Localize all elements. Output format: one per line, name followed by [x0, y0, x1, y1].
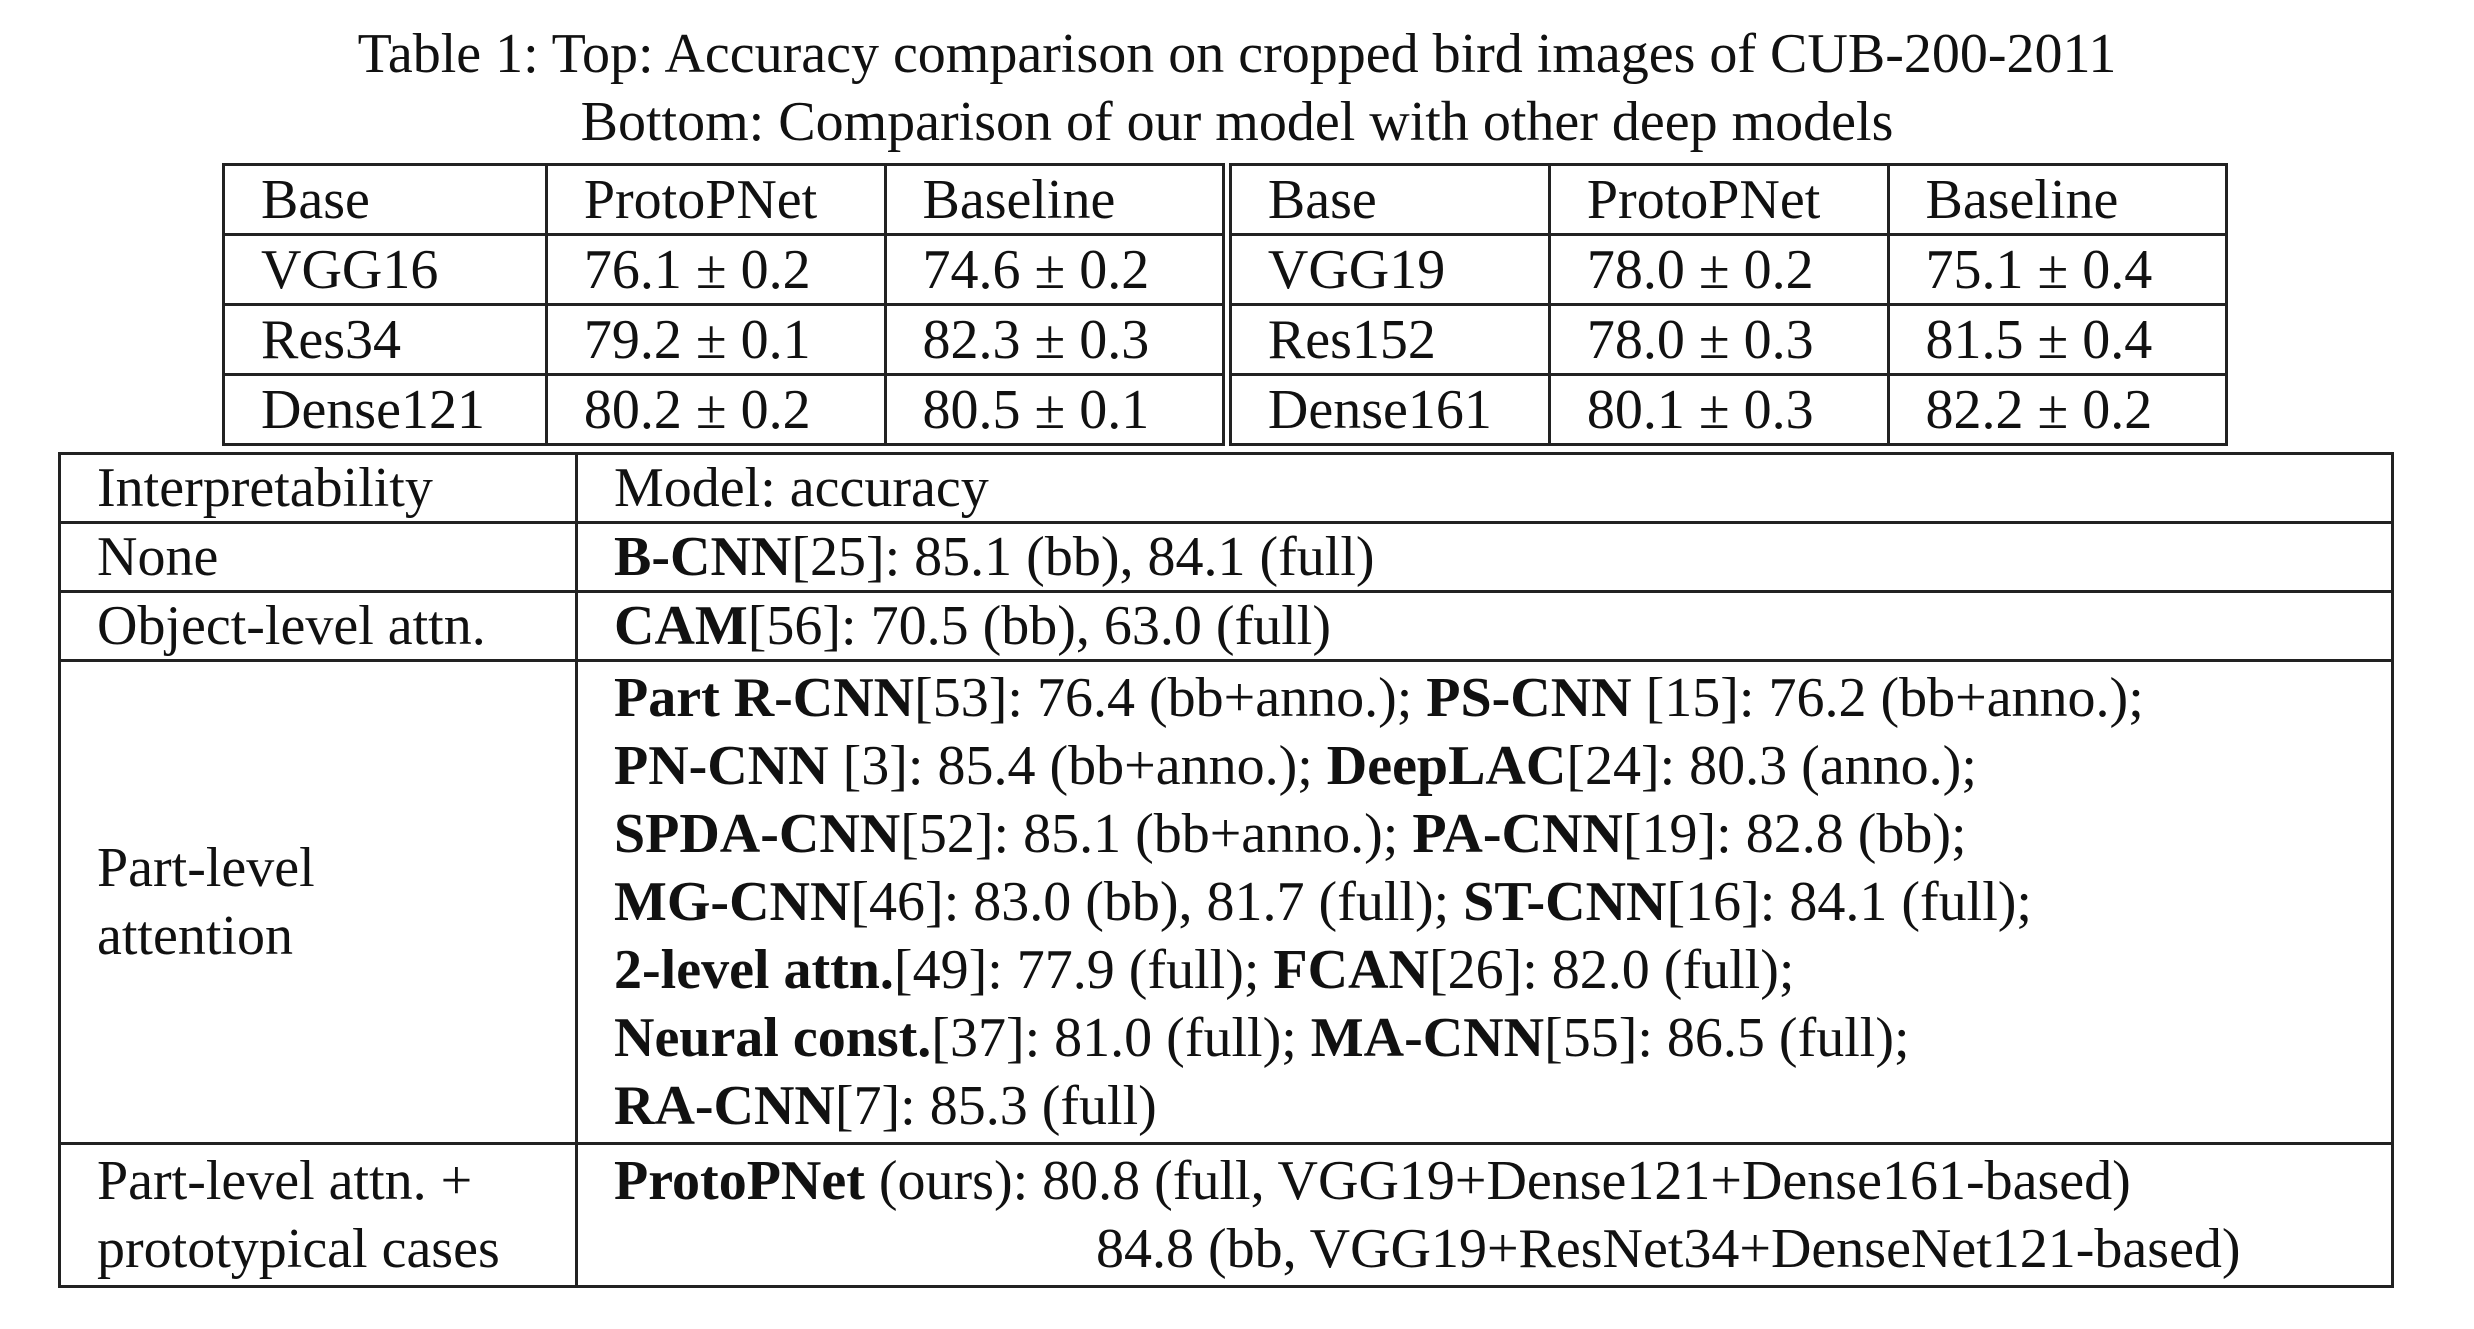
table-cell: 78.0 ± 0.2: [1547, 233, 1890, 306]
model-name: MA-CNN: [1310, 1007, 1545, 1069]
interpretability-label: Object-level attn.: [58, 590, 578, 662]
interpretability-label: Part-level attn. +prototypical cases: [58, 1142, 578, 1288]
model-name: Neural const.: [614, 1007, 932, 1069]
accuracy-text: 84.8 (bb, VGG19+ResNet34+DenseNet121-bas…: [1096, 1218, 2241, 1280]
model-name: B-CNN: [614, 526, 792, 588]
model-accuracy-cell: ProtoPNet (ours): 80.8 (full, VGG19+Dens…: [575, 1142, 2394, 1288]
accuracy-text: (ours): 80.8 (full, VGG19+Dense121+Dense…: [864, 1150, 2131, 1212]
table-cell: 80.2 ± 0.2: [544, 373, 887, 446]
accuracy-line: MG-CNN[46]: 83.0 (bb), 81.7 (full); ST-C…: [614, 868, 2391, 936]
accuracy-text: [56]: 70.5 (bb), 63.0 (full): [747, 595, 1331, 657]
table-cell: 82.2 ± 0.2: [1886, 373, 2229, 446]
caption-line-2: Bottom: Comparison of our model with oth…: [580, 91, 1894, 153]
accuracy-text: [3]: 85.4 (bb+anno.);: [828, 735, 1327, 797]
table-cell: 76.1 ± 0.2: [544, 233, 887, 306]
model-name: PN-CNN: [614, 735, 829, 797]
model-name: ST-CNN: [1463, 871, 1667, 933]
accuracy-text: [15]: 76.2 (bb+anno.);: [1631, 667, 2144, 729]
model-name: SPDA-CNN: [614, 803, 901, 865]
column-header: ProtoPNet: [1547, 163, 1890, 236]
model-accuracy-cell: Part R-CNN[53]: 76.4 (bb+anno.); PS-CNN …: [575, 659, 2394, 1145]
model-name: FCAN: [1273, 939, 1429, 1001]
interpretability-label: None: [58, 521, 578, 593]
table-cell: Res34: [222, 303, 548, 376]
table-cell: 74.6 ± 0.2: [883, 233, 1229, 306]
table-cell: 81.5 ± 0.4: [1886, 303, 2229, 376]
model-name: ProtoPNet: [614, 1150, 865, 1212]
table-cell: 82.3 ± 0.3: [883, 303, 1229, 376]
table-cell: 80.5 ± 0.1: [883, 373, 1229, 446]
accuracy-line: B-CNN[25]: 85.1 (bb), 84.1 (full): [614, 526, 2391, 588]
accuracy-line: 2-level attn.[49]: 77.9 (full); FCAN[26]…: [614, 936, 2391, 1004]
model-name: 2-level attn.: [614, 939, 894, 1001]
accuracy-text: [52]: 85.1 (bb+anno.);: [900, 803, 1413, 865]
column-header: Baseline: [1886, 163, 2229, 236]
accuracy-text: [25]: 85.1 (bb), 84.1 (full): [791, 526, 1375, 588]
model-name: RA-CNN: [614, 1075, 835, 1137]
table-cell: Dense161: [1221, 373, 1551, 446]
accuracy-text: [19]: 82.8 (bb);: [1622, 803, 1967, 865]
table-cell: 79.2 ± 0.1: [544, 303, 887, 376]
table-row: Object-level attn. CAM[56]: 70.5 (bb), 63…: [58, 590, 2394, 662]
column-header: Base: [1221, 163, 1551, 236]
table-cell: Res152: [1221, 303, 1551, 376]
model-name: PS-CNN: [1426, 667, 1632, 729]
accuracy-line: RA-CNN[7]: 85.3 (full): [614, 1072, 2391, 1140]
model-name: CAM: [614, 595, 748, 657]
accuracy-line: SPDA-CNN[52]: 85.1 (bb+anno.); PA-CNN[19…: [614, 800, 2391, 868]
caption-line-1: Table 1: Top: Accuracy comparison on cro…: [357, 23, 2117, 85]
accuracy-text: [24]: 80.3 (anno.);: [1566, 735, 1977, 797]
model-accuracy-cell: CAM[56]: 70.5 (bb), 63.0 (full): [575, 590, 2394, 662]
accuracy-line: Part R-CNN[53]: 76.4 (bb+anno.); PS-CNN …: [614, 664, 2391, 732]
accuracy-text: [55]: 86.5 (full);: [1544, 1007, 1910, 1069]
table-caption: Table 1: Top: Accuracy comparison on cro…: [0, 20, 2474, 156]
table-cell: 75.1 ± 0.4: [1886, 233, 2229, 306]
accuracy-text: [26]: 82.0 (full);: [1428, 939, 1795, 1001]
model-name: PA-CNN: [1412, 803, 1623, 865]
model-name: MG-CNN: [614, 871, 851, 933]
accuracy-text: [37]: 81.0 (full);: [931, 1007, 1311, 1069]
accuracy-line: 84.8 (bb, VGG19+ResNet34+DenseNet121-bas…: [614, 1215, 2391, 1283]
table-cell: VGG19: [1221, 233, 1551, 306]
column-header: Interpretability: [58, 452, 578, 524]
column-header: Baseline: [883, 163, 1229, 236]
table-cell: Dense121: [222, 373, 548, 446]
accuracy-text: [46]: 83.0 (bb), 81.7 (full);: [850, 871, 1464, 933]
accuracy-text: [53]: 76.4 (bb+anno.);: [914, 667, 1427, 729]
table-row: Part-level attn. +prototypical cases Prot…: [58, 1142, 2394, 1288]
label-line: None: [97, 526, 219, 588]
table-cell: VGG16: [222, 233, 548, 306]
accuracy-line: ProtoPNet (ours): 80.8 (full, VGG19+Dens…: [614, 1147, 2391, 1215]
model-name: Part R-CNN: [614, 667, 915, 729]
label-line: Part-level: [97, 837, 315, 899]
accuracy-text: [7]: 85.3 (full): [834, 1075, 1157, 1137]
label-line: Object-level attn.: [97, 595, 486, 657]
accuracy-line: CAM[56]: 70.5 (bb), 63.0 (full): [614, 595, 2391, 657]
label-line: attention: [97, 905, 293, 967]
table-cell: 78.0 ± 0.3: [1547, 303, 1890, 376]
accuracy-line: Neural const.[37]: 81.0 (full); MA-CNN[5…: [614, 1004, 2391, 1072]
accuracy-text: [49]: 77.9 (full);: [893, 939, 1274, 1001]
accuracy-line: PN-CNN [3]: 85.4 (bb+anno.); DeepLAC[24]…: [614, 732, 2391, 800]
accuracy-text: [16]: 84.1 (full);: [1666, 871, 2032, 933]
model-name: DeepLAC: [1326, 735, 1567, 797]
column-header: Base: [222, 163, 548, 236]
model-accuracy-cell: B-CNN[25]: 85.1 (bb), 84.1 (full): [575, 521, 2394, 593]
label-line: prototypical cases: [97, 1218, 500, 1280]
column-header: Model: accuracy: [575, 452, 2394, 524]
label-line: Part-level attn. +: [97, 1150, 473, 1212]
table-cell: 80.1 ± 0.3: [1547, 373, 1890, 446]
column-header: ProtoPNet: [544, 163, 887, 236]
table-row: None B-CNN[25]: 85.1 (bb), 84.1 (full): [58, 521, 2394, 593]
